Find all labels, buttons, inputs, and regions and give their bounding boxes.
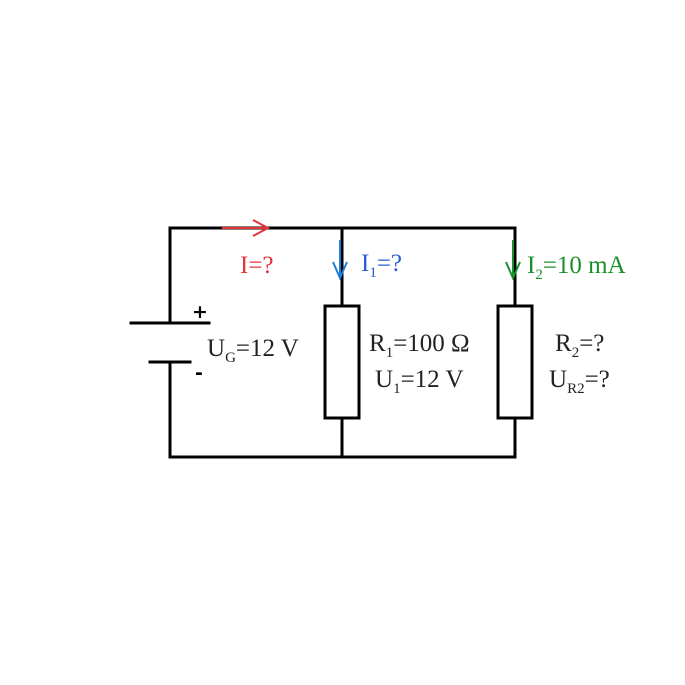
symbol: I <box>240 252 249 279</box>
source-voltage-label: UG=12 V <box>207 335 299 366</box>
r1-resistance-label: R1=100 Ω <box>369 330 470 361</box>
subscript: 1 <box>385 345 394 361</box>
subscript: 2 <box>571 345 580 361</box>
r2-voltage-label: UR2=? <box>549 366 610 397</box>
rest: =12 V <box>400 366 464 393</box>
current-arrow-i1 <box>332 240 348 281</box>
rest: =? <box>579 330 605 357</box>
symbol: I <box>361 250 370 277</box>
battery-plus-sign: + <box>192 301 208 323</box>
subscript: R2 <box>567 381 585 397</box>
current-arrow-total <box>222 219 271 237</box>
resistor-r1 <box>323 304 361 420</box>
resistor-r2 <box>496 304 534 420</box>
rest: =? <box>248 252 274 279</box>
rest: =? <box>584 366 610 393</box>
symbol: R <box>555 330 572 357</box>
current-arrow-i2 <box>505 240 521 281</box>
symbol: U <box>375 366 394 393</box>
symbol: U <box>549 366 568 393</box>
battery-minus-sign: - <box>195 362 203 384</box>
subscript: G <box>225 350 236 366</box>
subscript: 2 <box>535 267 543 283</box>
subscript: 1 <box>369 265 377 281</box>
current-total-label: I=? <box>240 253 274 278</box>
rest: =100 Ω <box>393 330 470 357</box>
r2-resistance-label: R2=? <box>555 330 605 361</box>
current-i2-label: I2=10 mA <box>527 252 626 283</box>
symbol: R <box>369 330 386 357</box>
rest: =10 mA <box>542 252 626 279</box>
symbol: I <box>527 252 536 279</box>
current-i1-label: I1=? <box>361 250 403 281</box>
rest: =12 V <box>235 335 299 362</box>
symbol: U <box>207 335 226 362</box>
r1-voltage-label: U1=12 V <box>375 366 464 397</box>
rest: =? <box>376 250 403 277</box>
subscript: 1 <box>393 381 401 397</box>
